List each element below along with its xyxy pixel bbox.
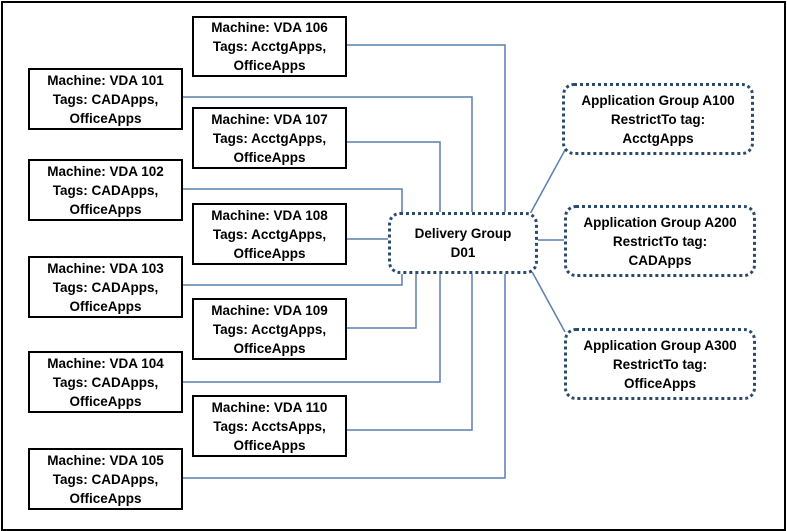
- machine-tags: Tags: AcctgApps,: [212, 39, 327, 54]
- machine-tags-cont: OfficeApps: [69, 490, 142, 506]
- machine-box-vda102: Machine: VDA 102 Tags: CADApps, OfficeAp…: [28, 159, 183, 221]
- delivery-group-d01: Delivery Group D01: [388, 212, 538, 274]
- machine-box-vda106: Machine: VDA 106 Tags: AcctgApps, Office…: [192, 16, 347, 77]
- machine-box-vda108: Machine: VDA 108 Tags: AcctgApps, Office…: [192, 203, 347, 265]
- machine-box-vda107: Machine: VDA 107 Tags: AcctgApps, Office…: [192, 107, 347, 169]
- app-group-name: Application Group A300: [583, 337, 737, 353]
- machine-tags-cont: OfficeApps: [233, 437, 306, 453]
- machine-box-vda103: Machine: VDA 103 Tags: CADApps, OfficeAp…: [28, 256, 183, 318]
- connector-vda106: [347, 44, 506, 214]
- machine-box-vda101: Machine: VDA 101 Tags: CADApps, OfficeAp…: [28, 68, 183, 130]
- machine-tags: Tags: CADApps,: [52, 374, 159, 390]
- machine-tags: Tags: AcctsApps,: [213, 418, 326, 434]
- machine-box-vda110: Machine: VDA 110 Tags: AcctsApps, Office…: [192, 395, 347, 457]
- delivery-group-id: D01: [450, 245, 476, 260]
- connector-vda103: [183, 270, 403, 286]
- machine-tags: Tags: AcctgApps,: [212, 226, 327, 242]
- machine-tags: Tags: AcctgApps,: [212, 130, 327, 146]
- connector-vda105: [183, 270, 506, 479]
- delivery-group-title: Delivery Group: [414, 226, 512, 241]
- connector-a300: [529, 267, 566, 333]
- machine-tags-cont: OfficeApps: [233, 245, 306, 261]
- machine-tags-cont: OfficeApps: [233, 340, 306, 356]
- app-group-tag: CADApps: [628, 252, 692, 268]
- machine-tags: Tags: CADApps,: [52, 471, 159, 487]
- app-group-restrict-label: RestrictTo tag:: [612, 356, 708, 372]
- machine-name: Machine: VDA 106: [211, 20, 328, 35]
- machine-box-vda104: Machine: VDA 104 Tags: CADApps, OfficeAp…: [28, 351, 183, 413]
- machine-box-vda105: Machine: VDA 105 Tags: CADApps, OfficeAp…: [28, 448, 183, 510]
- app-group-a200: Application Group A200 RestrictTo tag: C…: [564, 205, 756, 277]
- machine-tags-cont: OfficeApps: [69, 393, 142, 409]
- machine-box-vda109: Machine: VDA 109 Tags: AcctgApps, Office…: [192, 298, 347, 360]
- connector-vda109: [347, 271, 417, 329]
- app-group-name: Application Group A200: [583, 214, 737, 230]
- connector-vda102: [183, 188, 403, 214]
- machine-tags-cont: OfficeApps: [69, 110, 142, 126]
- machine-name: Machine: VDA 102: [47, 163, 164, 179]
- machine-name: Machine: VDA 110: [211, 399, 328, 415]
- machine-tags-cont: OfficeApps: [69, 298, 142, 314]
- app-group-tag: AcctgApps: [622, 130, 694, 146]
- machine-tags-cont: OfficeApps: [69, 201, 142, 217]
- machine-tags: Tags: CADApps,: [52, 182, 159, 198]
- machine-tags: Tags: CADApps,: [52, 279, 159, 295]
- app-group-restrict-label: RestrictTo tag:: [612, 233, 708, 249]
- connector-vda107: [347, 141, 441, 214]
- app-group-a300: Application Group A300 RestrictTo tag: O…: [564, 328, 756, 400]
- machine-name: Machine: VDA 107: [211, 111, 328, 127]
- connector-a100: [529, 149, 566, 215]
- connector-vda104: [183, 272, 441, 383]
- machine-name: Machine: VDA 104: [47, 355, 164, 371]
- app-group-name: Application Group A100: [581, 92, 735, 108]
- machine-name: Machine: VDA 108: [211, 207, 328, 223]
- machine-tags: Tags: CADApps,: [52, 91, 159, 107]
- app-group-tag: OfficeApps: [623, 375, 696, 391]
- machine-tags-cont: OfficeApps: [233, 149, 306, 165]
- machine-tags: Tags: AcctgApps,: [212, 321, 327, 337]
- connector-vda110: [347, 272, 473, 431]
- machine-name: Machine: VDA 105: [47, 452, 164, 468]
- app-group-restrict-label: RestrictTo tag:: [610, 111, 706, 127]
- machine-name: Machine: VDA 109: [211, 302, 328, 318]
- machine-name: Machine: VDA 101: [47, 72, 164, 88]
- app-group-a100: Application Group A100 RestrictTo tag: A…: [562, 83, 754, 155]
- machine-name: Machine: VDA 103: [47, 260, 164, 276]
- connector-vda101: [183, 96, 473, 214]
- machine-tags-cont: OfficeApps: [233, 58, 306, 73]
